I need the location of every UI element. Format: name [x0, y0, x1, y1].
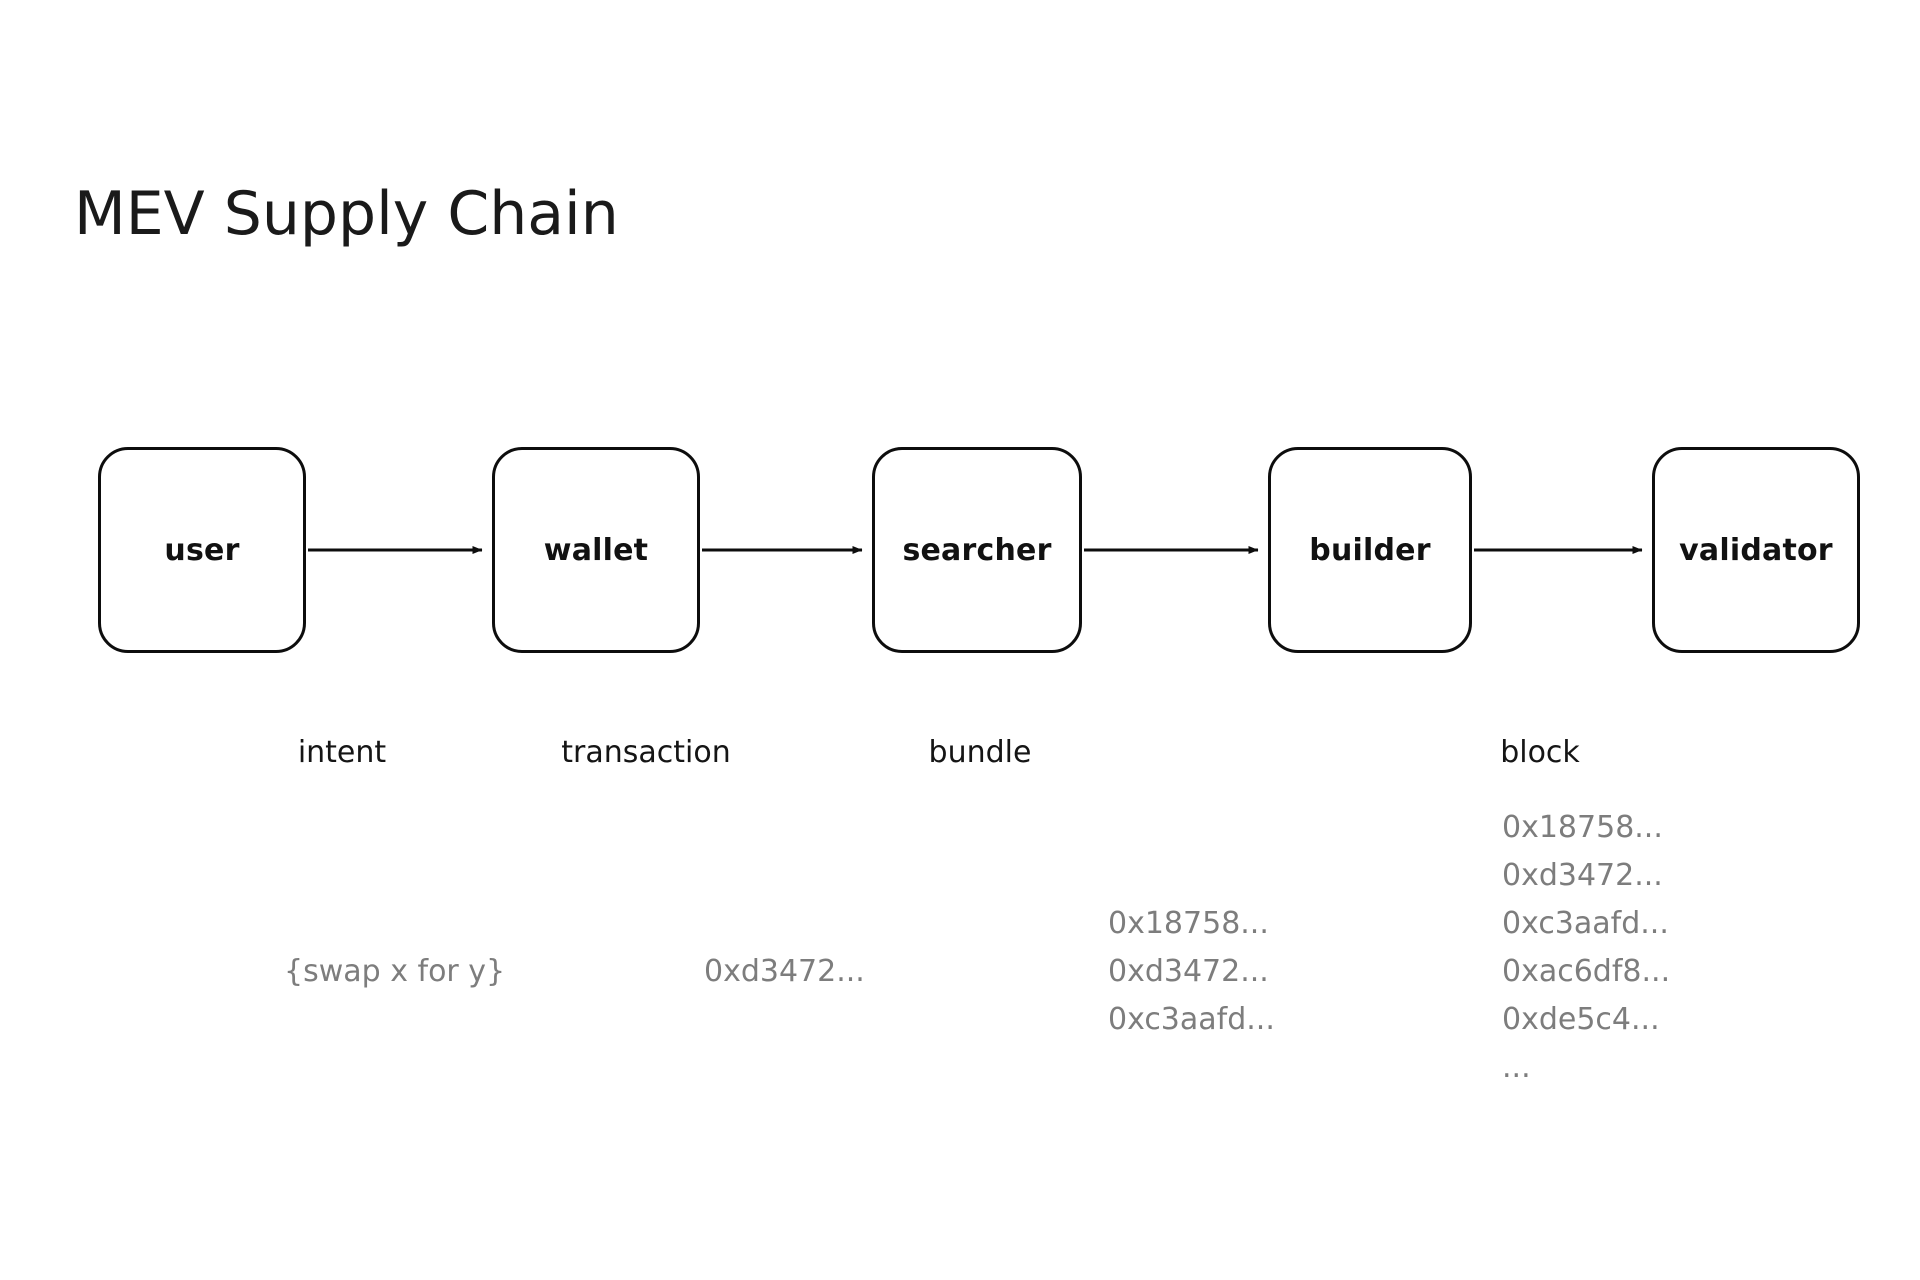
- payload-line: 0xc3aafd...: [1108, 1002, 1275, 1037]
- payload-block: 0x18758... 0xd3472... 0xc3aafd... 0xac6df8.…: [1502, 804, 1670, 1092]
- payload-line: ...: [1502, 1050, 1531, 1085]
- payload-line: 0xd3472...: [704, 954, 865, 989]
- page-title: MEV Supply Chain: [74, 179, 619, 249]
- node-builder-label: builder: [1309, 532, 1431, 568]
- payload-bundle: 0x18758... 0xd3472... 0xc3aafd...: [1108, 900, 1275, 1044]
- node-searcher-label: searcher: [902, 532, 1052, 568]
- node-builder[interactable]: [1268, 447, 1472, 653]
- node-validator[interactable]: [1652, 447, 1860, 653]
- node-user-label: user: [164, 532, 240, 568]
- payload-line: 0xd3472...: [1108, 954, 1269, 989]
- node-wallet-label: wallet: [543, 532, 649, 568]
- node-searcher[interactable]: [872, 447, 1082, 653]
- payload-line: 0x18758...: [1108, 906, 1269, 941]
- edge-label-intent: intent: [297, 735, 387, 770]
- payload-intent: {swap x for y}: [284, 948, 505, 996]
- payload-line: 0x18758...: [1502, 810, 1663, 845]
- payload-line: 0xd3472...: [1502, 858, 1663, 893]
- payload-line: 0xac6df8...: [1502, 954, 1671, 989]
- node-validator-label: validator: [1679, 532, 1833, 568]
- node-wallet[interactable]: [492, 447, 700, 653]
- node-user[interactable]: [98, 447, 306, 653]
- payload-line: 0xde5c4...: [1502, 1002, 1660, 1037]
- edge-label-transaction: transaction: [561, 735, 731, 770]
- node-row: user wallet searcher builder validator: [0, 447, 1920, 653]
- payload-line: {swap x for y}: [284, 954, 506, 989]
- payload-line: 0xc3aafd...: [1502, 906, 1669, 941]
- edge-label-bundle: bundle: [928, 735, 1032, 770]
- payload-transaction: 0xd3472...: [704, 948, 865, 996]
- edge-label-block: block: [1500, 735, 1580, 770]
